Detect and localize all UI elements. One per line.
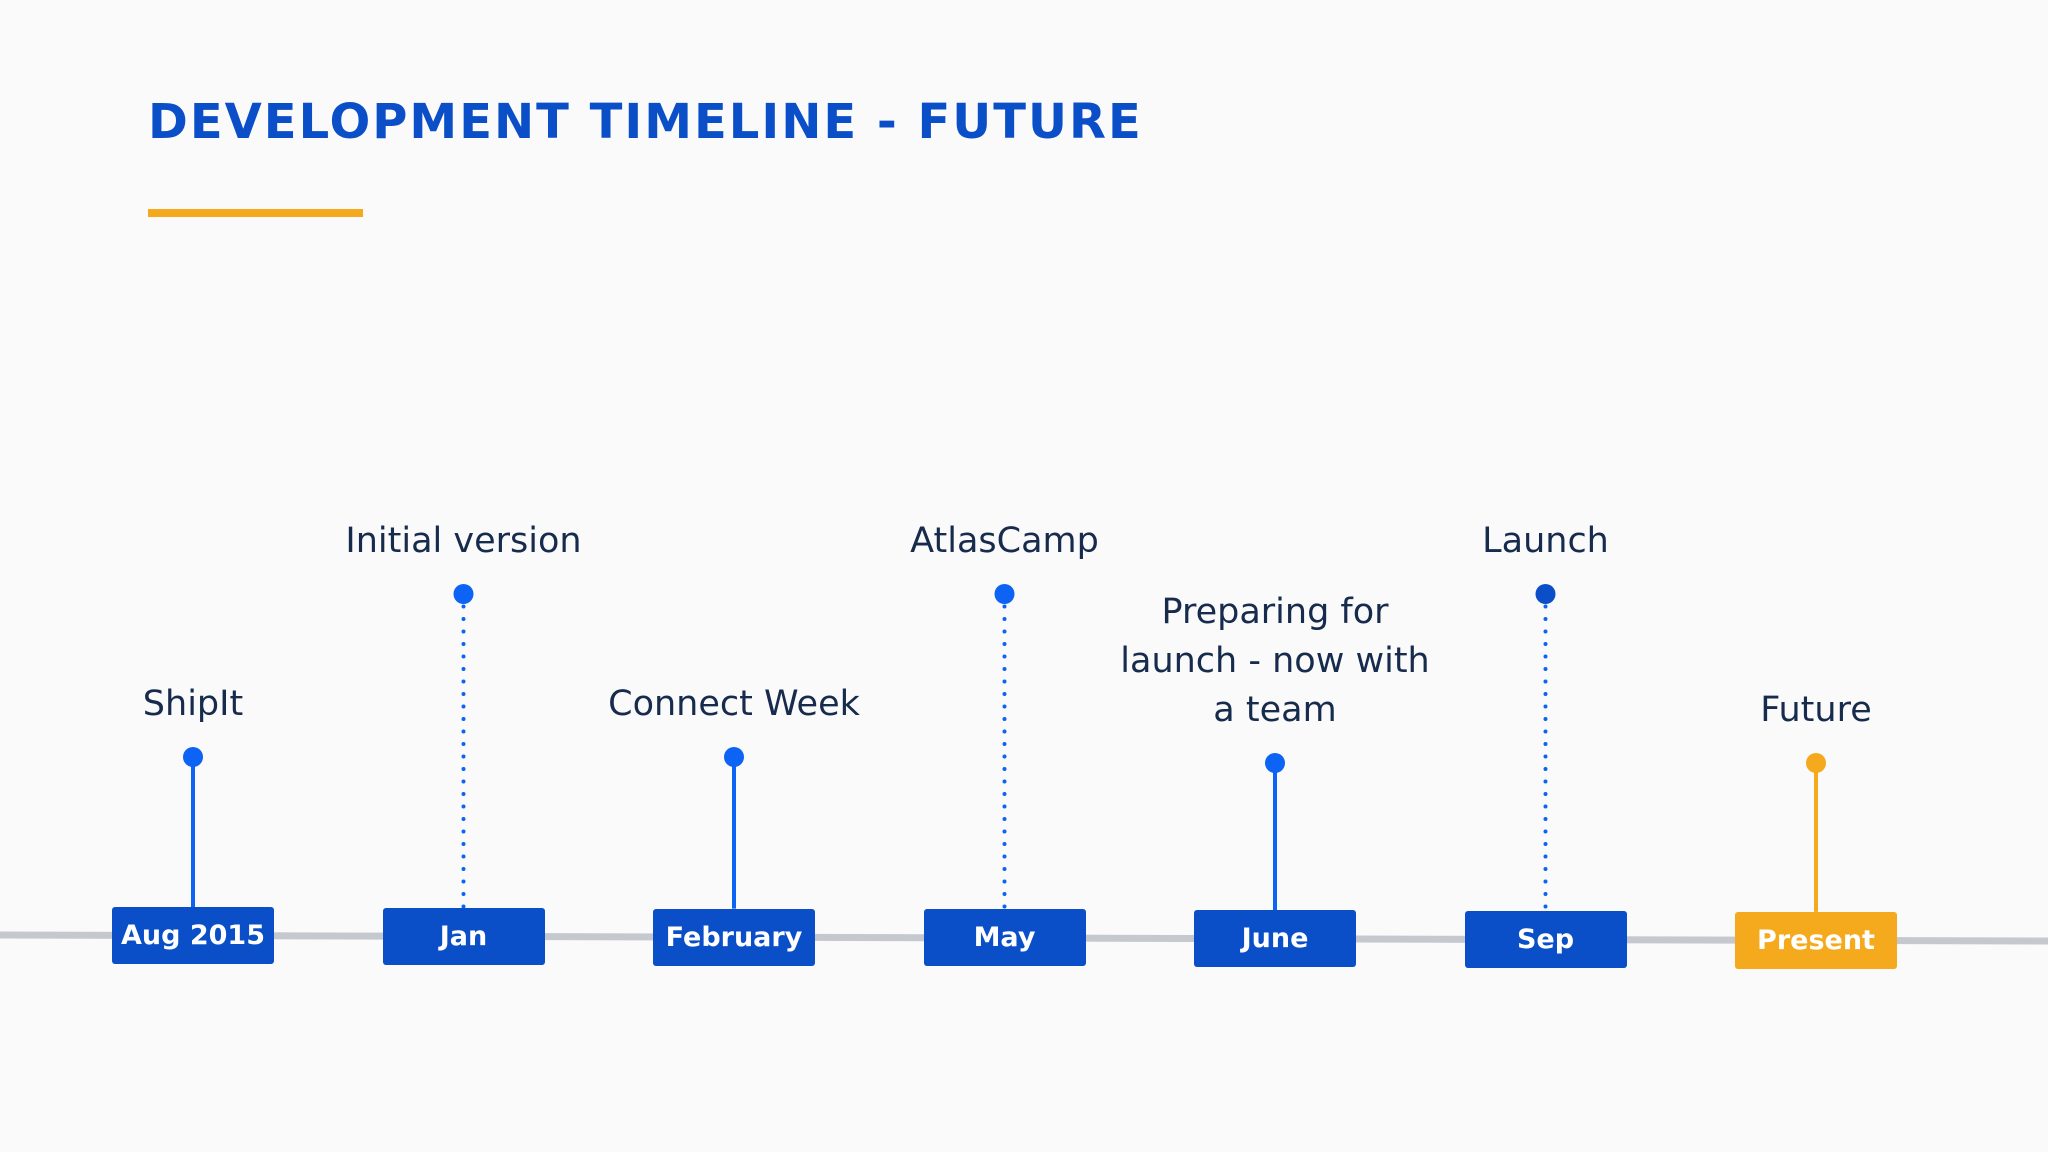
event-dot	[183, 747, 203, 767]
slide-title: DEVELOPMENT TIMELINE - FUTURE	[148, 94, 1143, 150]
date-box: February	[653, 908, 815, 966]
date-label: Present	[1757, 924, 1875, 956]
event-stems	[183, 584, 1826, 914]
date-label: Aug 2015	[121, 920, 265, 952]
event-dot	[994, 584, 1015, 604]
event-label: Connect Week	[608, 684, 860, 724]
date-label: February	[665, 921, 803, 953]
date-label: Jan	[439, 920, 488, 952]
title-underline	[148, 209, 363, 217]
event-dot	[1535, 584, 1556, 604]
date-label: Sep	[1516, 924, 1575, 956]
date-box: Present	[1735, 911, 1897, 969]
event-label: Launch	[1482, 521, 1609, 561]
event-label: Future	[1760, 690, 1872, 730]
date-label: June	[1241, 923, 1309, 955]
event-label: Initial version	[345, 521, 582, 561]
date-label: May	[973, 922, 1036, 954]
event-dot	[1806, 753, 1826, 773]
date-box: Sep	[1464, 911, 1627, 969]
date-box: June	[1194, 910, 1356, 968]
event-dot	[724, 747, 744, 767]
event-label: AtlasCamp	[910, 521, 1099, 561]
date-box: Aug 2015	[112, 907, 274, 965]
event-dot	[1265, 753, 1285, 773]
event-label: ShipIt	[142, 684, 244, 724]
date-box: Jan	[382, 907, 545, 965]
event-dot	[453, 584, 474, 604]
date-box: May	[923, 909, 1086, 967]
